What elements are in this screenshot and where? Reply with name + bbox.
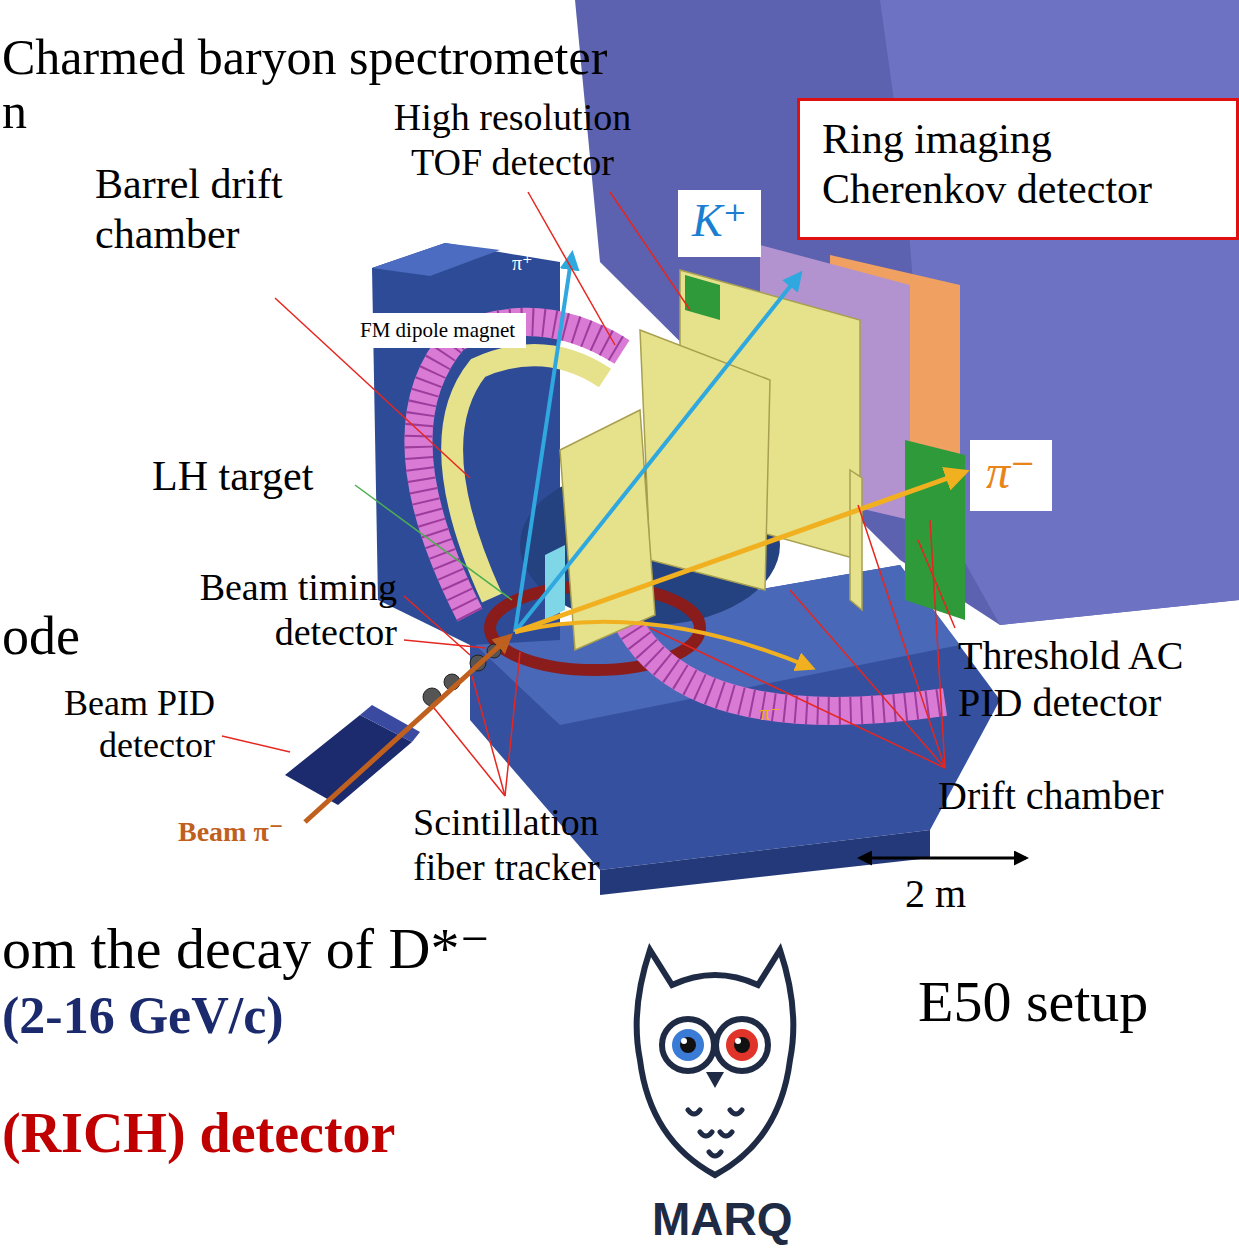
leader-line [472,676,505,796]
rich-housing [575,0,1239,625]
particle-tag: π⁻ [970,440,1052,511]
part-name: Barrel drift chamber [95,160,345,259]
owl-feather [720,1132,732,1136]
owl-feathers [688,1110,742,1156]
owl-iris [726,1029,758,1061]
owl-highlight [735,1038,741,1044]
owl-feather [730,1110,742,1114]
part-name: LH target [152,452,313,502]
part-name: Scintillation fiber tracker [413,800,643,890]
particle-name: π⁻ [760,702,781,726]
slide-text: n [2,82,27,141]
green-plane [685,275,720,320]
slide-text: om the decay of D*⁻ [2,915,490,983]
logo-text: MARQ [652,1192,793,1246]
magnet-yoke-front [600,830,930,895]
slide-text: Charmed baryon spectrometer [2,28,607,87]
tof-barrel [612,580,945,711]
pion-track [515,472,965,632]
pion-track [515,622,812,668]
scale-bar [860,857,1026,860]
setup-name: E50 setup [918,968,1148,1036]
owl-eye [662,1019,714,1071]
node-text: Ring imaging Cherenkov detector [822,115,1202,214]
particle-name: π⁺ [512,252,533,276]
slide-text: ode [2,605,80,669]
leader-line [222,736,290,752]
rich-box: Ring imaging Cherenkov detector [797,98,1239,240]
owl-feather [700,1132,712,1136]
owl-iris [672,1029,704,1061]
node-text: K⁺ [692,194,747,248]
owl-pupil [734,1037,750,1053]
owl-feather [688,1110,700,1114]
leader-line [858,505,945,768]
drift-chamber-plane [640,330,770,590]
owl-eye [716,1019,768,1071]
beam-name: Beam π⁻ [178,815,284,848]
part-name: Threshold AC PID detector [958,632,1228,726]
magnet-tag: FM dipole magnet [350,313,526,348]
leader-line [434,708,505,796]
pion-track [515,254,572,632]
owl-highlight [681,1038,687,1044]
drift-chamber-plane [850,470,862,610]
beam-track [305,636,510,822]
owl-pupil [680,1037,696,1053]
magnet-yoke-top [372,243,500,276]
slide-text: (2-16 GeV/c) [2,985,284,1046]
drift-chamber-plane [560,410,655,650]
scale-label: 2 m [905,870,966,917]
leader-line [505,652,520,796]
owl-feather [709,1152,721,1156]
leader-line [930,520,945,768]
leader-line [404,640,486,648]
leader-line [528,192,615,345]
leader-line [650,628,945,768]
leader-lines [222,192,955,796]
kaon-track [515,274,800,632]
part-name: Beam PID detector [20,682,215,767]
owl-beak [706,1072,724,1088]
node-text: π⁻ [986,444,1036,501]
part-name: High resolution TOF detector [370,95,655,185]
part-name: Drift chamber [938,772,1163,819]
part-name: Beam timing detector [165,565,397,655]
tof-slats [612,580,945,711]
node-text: FM dipole magnet [360,318,516,343]
owl-outline [637,950,794,1175]
leader-line [918,540,955,628]
particle-tag: K⁺ [678,190,761,257]
leader-line [790,590,945,768]
slide-text: (RICH) detector [2,1100,395,1166]
